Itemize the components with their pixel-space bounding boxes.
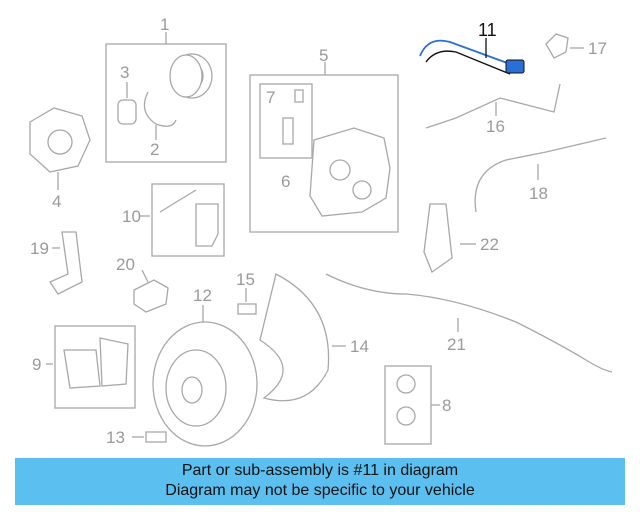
part-17-clip bbox=[545, 33, 584, 59]
parts-diagram: 1 3 2 4 5 7 6 10 19 20 bbox=[29, 15, 613, 447]
callout-1[interactable]: 1 bbox=[160, 15, 169, 34]
callout-3[interactable]: 3 bbox=[120, 63, 129, 82]
callout-9[interactable]: 9 bbox=[32, 355, 41, 374]
banner-line-1: Part or sub-assembly is #11 in diagram bbox=[181, 462, 459, 479]
part-12-brake-rotor bbox=[152, 305, 258, 447]
callout-19[interactable]: 19 bbox=[30, 239, 49, 258]
callout-7[interactable]: 7 bbox=[266, 88, 275, 107]
callout-2[interactable]: 2 bbox=[150, 140, 159, 159]
part-21-sensor-cable bbox=[325, 273, 613, 373]
callout-16[interactable]: 16 bbox=[486, 117, 505, 136]
callout-20[interactable]: 20 bbox=[116, 255, 135, 274]
part-4-hub bbox=[29, 107, 91, 190]
callout-13[interactable]: 13 bbox=[106, 428, 125, 447]
part-18-brake-hose bbox=[474, 137, 607, 213]
part-1-wheel-bearing-group bbox=[105, 32, 227, 163]
part-15-bolt bbox=[237, 288, 257, 315]
banner-line-2: Diagram may not be specific to your vehi… bbox=[165, 482, 475, 499]
part-13-bolt bbox=[132, 431, 167, 443]
part-5-caliper-group bbox=[249, 62, 399, 233]
callout-6[interactable]: 6 bbox=[281, 172, 290, 191]
part-22-bracket bbox=[423, 203, 476, 274]
part-20-sensor-plug bbox=[133, 269, 169, 313]
part-16-brake-line bbox=[425, 83, 561, 129]
part-8-seals bbox=[384, 365, 440, 445]
callout-15[interactable]: 15 bbox=[236, 270, 255, 289]
callout-5[interactable]: 5 bbox=[319, 46, 328, 65]
part-14-dust-shield bbox=[259, 273, 346, 402]
part-10-pad-hardware bbox=[140, 183, 225, 257]
callout-14[interactable]: 14 bbox=[350, 337, 369, 356]
callout-22[interactable]: 22 bbox=[480, 235, 499, 254]
callout-18[interactable]: 18 bbox=[529, 184, 548, 203]
part-11-highlighted-wire[interactable] bbox=[419, 38, 525, 75]
callout-8[interactable]: 8 bbox=[442, 396, 451, 415]
part-19-bracket bbox=[49, 231, 83, 295]
part-9-brake-pads bbox=[46, 325, 136, 409]
info-banner: Part or sub-assembly is #11 in diagram D… bbox=[15, 458, 625, 505]
callout-11[interactable]: 11 bbox=[478, 20, 497, 40]
callout-4[interactable]: 4 bbox=[52, 192, 61, 211]
callout-12[interactable]: 12 bbox=[193, 286, 212, 305]
callout-10[interactable]: 10 bbox=[122, 207, 141, 226]
callout-21[interactable]: 21 bbox=[447, 335, 466, 354]
callout-17[interactable]: 17 bbox=[588, 39, 607, 58]
